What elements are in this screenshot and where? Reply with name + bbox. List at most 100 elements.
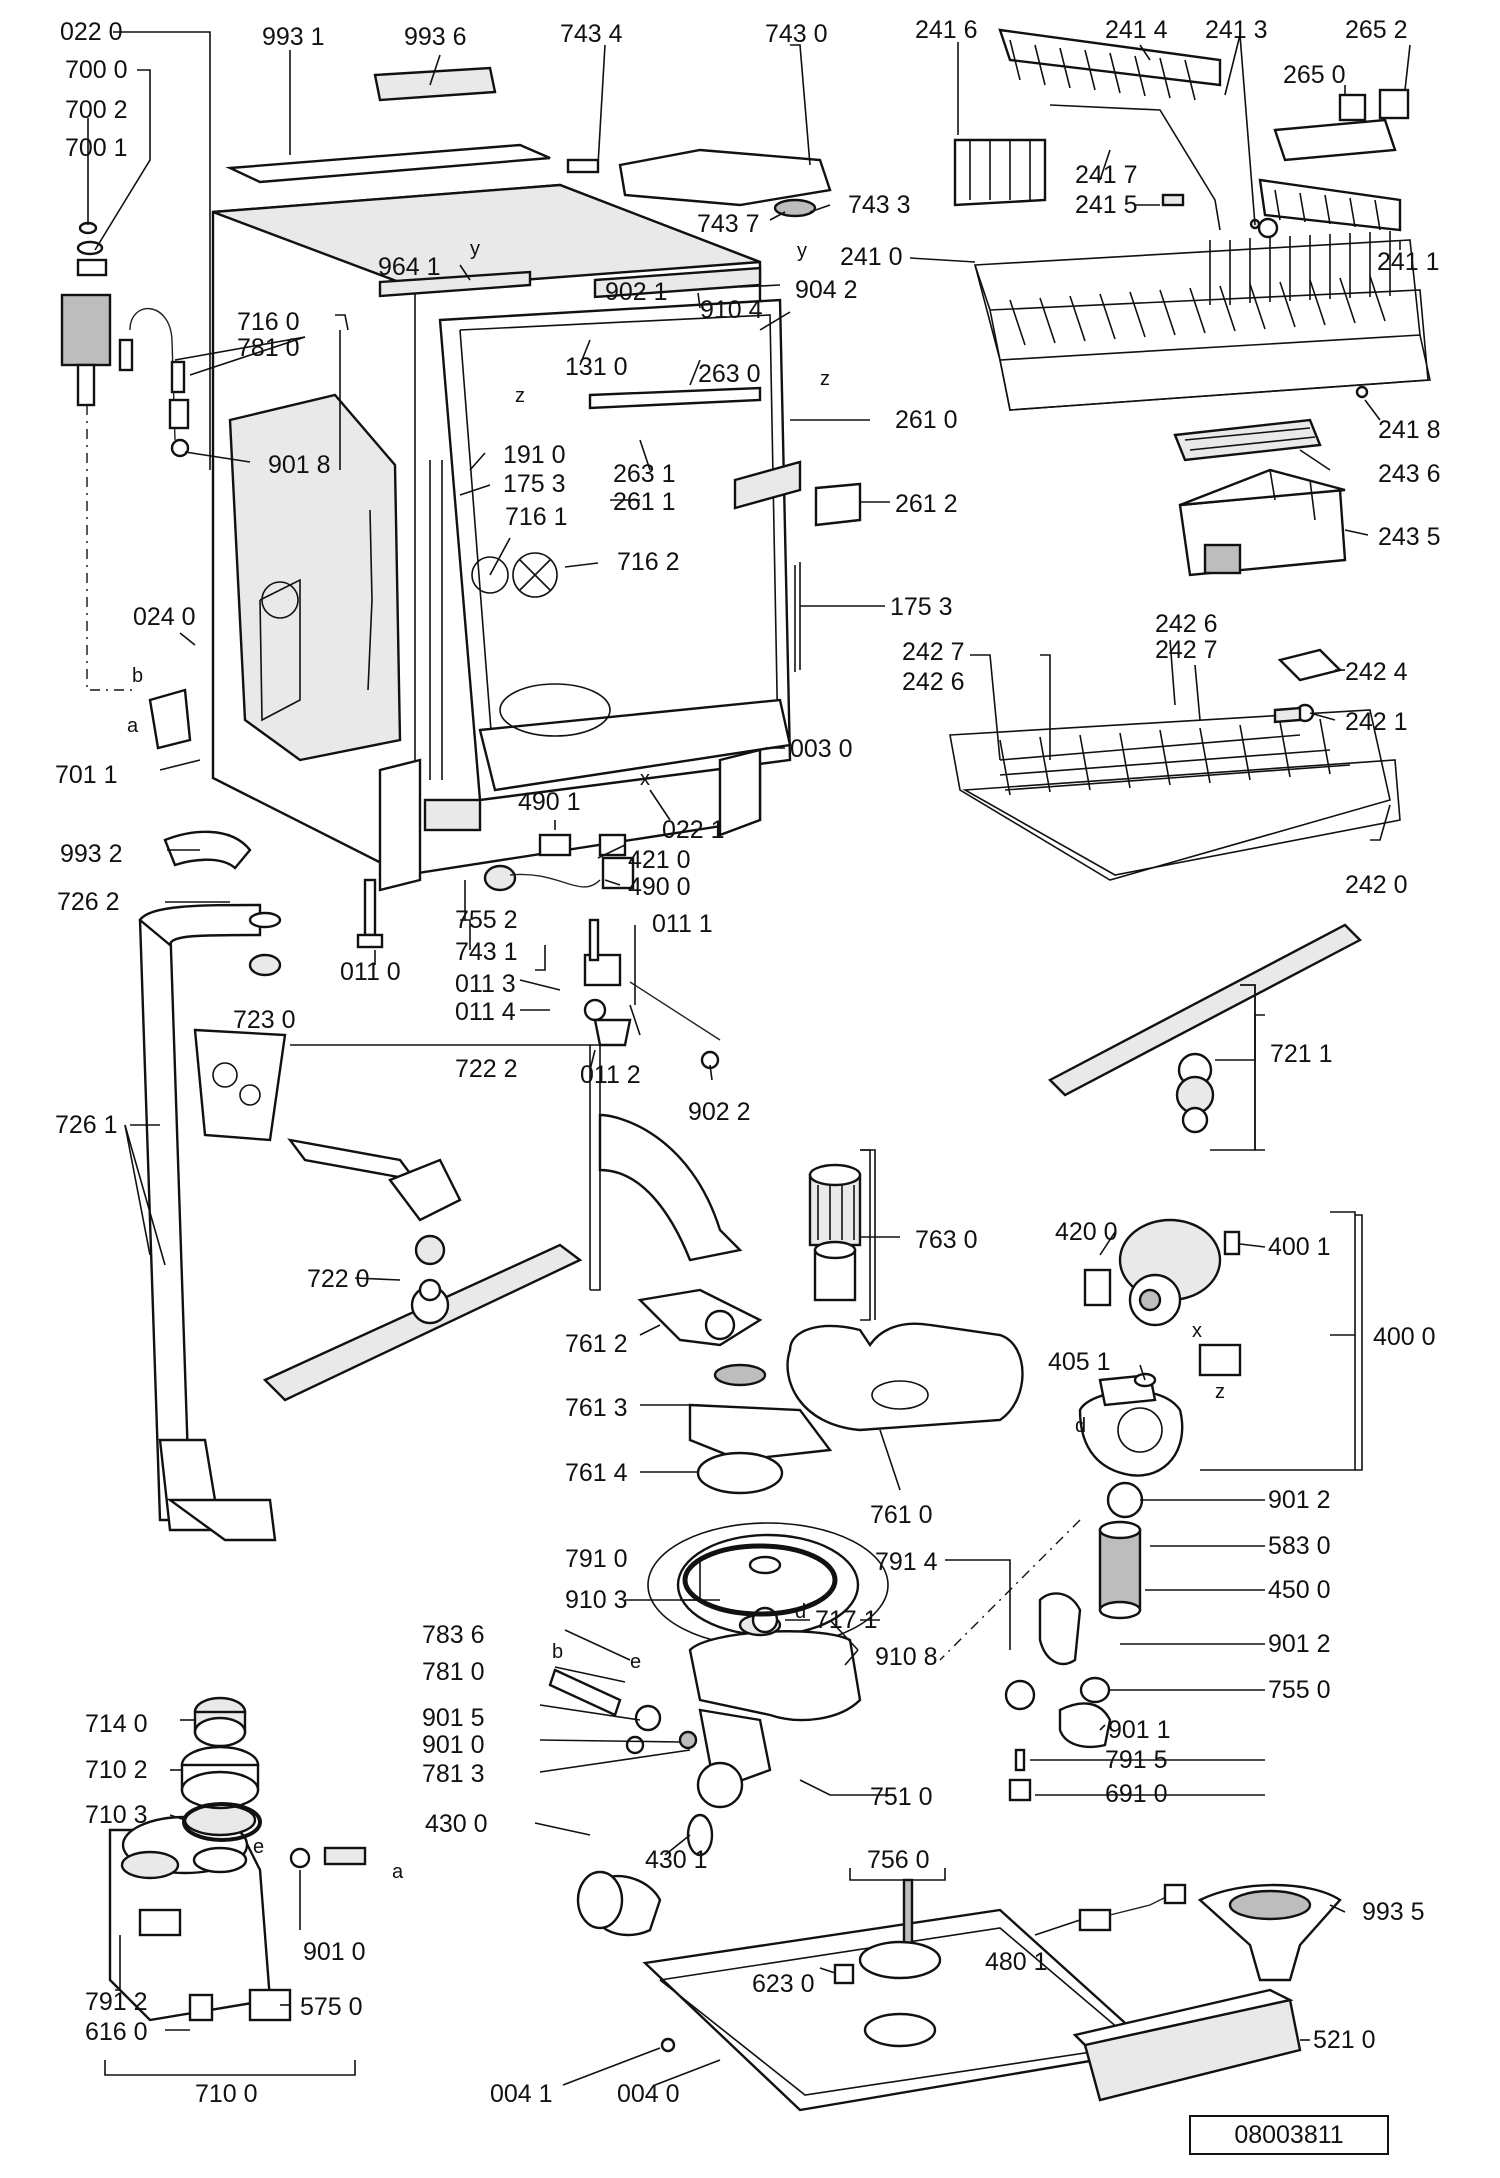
label-0040: 004 0 (617, 2080, 680, 2108)
label-2421: 242 1 (1345, 708, 1408, 736)
label-9021: 902 1 (605, 278, 668, 306)
label-7614: 761 4 (565, 1459, 628, 1487)
label-9932: 993 2 (60, 840, 123, 868)
label-6230: 623 0 (752, 1970, 815, 1998)
label-2414: 241 4 (1105, 16, 1168, 44)
label-9935: 993 5 (1362, 1898, 1425, 1926)
label-0221: 022 1 (662, 816, 725, 844)
label-7914: 791 4 (875, 1548, 938, 1576)
label-7813: 781 3 (422, 1760, 485, 1788)
label-7230: 723 0 (233, 1006, 296, 1034)
label-7912: 791 2 (85, 1988, 148, 2016)
label-2435: 243 5 (1378, 523, 1441, 551)
label-7211: 721 1 (1270, 1040, 1333, 1068)
label-4200: 420 0 (1055, 1218, 1118, 1246)
label-4210: 421 0 (628, 846, 691, 874)
label-7910: 791 0 (565, 1545, 628, 1573)
sump-icon (548, 1522, 889, 1937)
label-7222: 722 2 (455, 1055, 518, 1083)
label-0240: 024 0 (133, 603, 196, 631)
label-2436: 243 6 (1378, 460, 1441, 488)
label-4801: 480 1 (985, 1948, 1048, 1976)
label-6910: 691 0 (1105, 1780, 1168, 1808)
label-7610: 761 0 (870, 1501, 933, 1529)
label-9010b: 901 0 (303, 1938, 366, 1966)
letter-a: a (392, 1861, 404, 1883)
label-2413: 241 3 (1205, 16, 1268, 44)
inlet-valve-icon (60, 221, 192, 750)
label-9010a: 901 0 (422, 1731, 485, 1759)
top-panel-parts (225, 66, 832, 218)
reference-letters: a b a b d d e e x x z z z y y (127, 238, 1225, 1883)
label-4300: 430 0 (425, 1810, 488, 1838)
label-2612: 261 2 (895, 490, 958, 518)
electrical-parts-icon (163, 798, 721, 1070)
label-0030: 003 0 (790, 735, 853, 763)
label-2424: 242 4 (1345, 658, 1408, 686)
label-7433: 743 3 (848, 191, 911, 219)
label-2416: 241 6 (915, 16, 978, 44)
label-7437: 743 7 (697, 210, 760, 238)
letter-b: b (552, 1641, 563, 1663)
label-0111: 011 1 (652, 910, 713, 938)
label-4001: 400 1 (1268, 1233, 1331, 1261)
label-7162: 716 2 (617, 548, 680, 576)
label-1753a: 175 3 (503, 470, 566, 498)
letter-b: b (132, 665, 143, 687)
leader-lines (87, 31, 1411, 2086)
label-7160: 716 0 (237, 308, 300, 336)
label-7002: 700 2 (65, 96, 128, 124)
letter-d: d (1075, 1415, 1086, 1437)
label-0110: 011 0 (340, 958, 401, 986)
label-7431: 743 1 (455, 938, 518, 966)
label-9015: 901 5 (422, 1704, 485, 1732)
label-2417: 241 7 (1075, 161, 1138, 189)
label-9931: 993 1 (262, 23, 325, 51)
label-2650: 265 0 (1283, 61, 1346, 89)
label-7810b: 781 0 (422, 1658, 485, 1686)
label-2415: 241 5 (1075, 191, 1138, 219)
label-9012b: 901 2 (1268, 1630, 1331, 1658)
label-7261: 726 1 (55, 1111, 118, 1139)
letter-x: x (1192, 1320, 1202, 1342)
upper-spray-arm-icon (1047, 923, 1363, 1134)
label-5750: 575 0 (300, 1993, 363, 2021)
letter-x: x (640, 768, 650, 790)
label-7613: 761 3 (565, 1394, 628, 1422)
label-4900: 490 0 (628, 873, 691, 901)
label-4051: 405 1 (1048, 1348, 1111, 1376)
spray-arm-left-icon (138, 903, 583, 1542)
upper-basket-icon (953, 28, 1431, 577)
label-2427a: 242 7 (902, 638, 965, 666)
label-7810a: 781 0 (237, 334, 300, 362)
filter-icon (598, 1113, 1024, 1495)
label-2410: 241 0 (840, 243, 903, 271)
label-9641: 964 1 (378, 253, 441, 281)
label-9108: 910 8 (875, 1643, 938, 1671)
label-7560: 756 0 (867, 1846, 930, 1874)
label-2426a: 242 6 (1155, 610, 1218, 638)
label-0112: 011 2 (580, 1061, 641, 1089)
label-7000: 700 0 (65, 56, 128, 84)
label-0220: 022 0 (60, 18, 123, 46)
label-7100: 710 0 (195, 2080, 258, 2108)
label-7630: 763 0 (915, 1226, 978, 1254)
group-brackets (590, 1014, 1363, 1471)
label-7550: 755 0 (1268, 1676, 1331, 1704)
label-7262: 726 2 (57, 888, 120, 916)
label-2411: 241 1 (1377, 248, 1440, 276)
lower-basket-icon (949, 648, 1401, 881)
label-2426b: 242 6 (902, 668, 965, 696)
label-7103: 710 3 (85, 1801, 148, 1829)
letter-a: a (127, 715, 139, 737)
label-2418: 241 8 (1378, 416, 1441, 444)
label-7011: 701 1 (55, 761, 118, 789)
part-labels: 022 0 700 0 700 2 700 1 993 1 993 6 743 … (55, 16, 1441, 2108)
label-0041: 004 1 (490, 2080, 553, 2108)
label-2611: 261 1 (613, 488, 676, 516)
label-7001: 700 1 (65, 134, 128, 162)
label-4500: 450 0 (1268, 1576, 1331, 1604)
label-6160: 616 0 (85, 2018, 148, 2046)
label-2420: 242 0 (1345, 871, 1408, 899)
letter-d: d (795, 1601, 806, 1623)
